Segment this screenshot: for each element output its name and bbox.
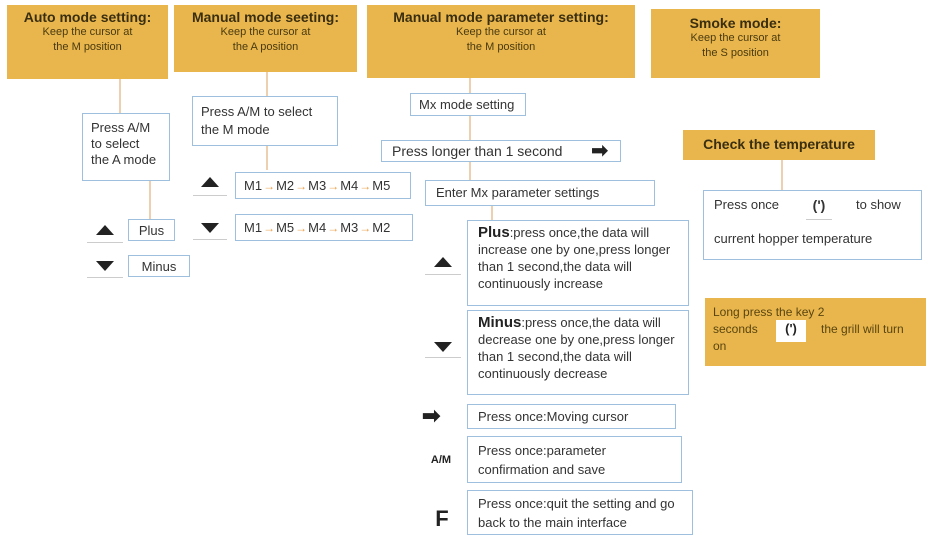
current-hopper-text: current hopper temperature [714, 231, 873, 246]
seq-up-item: M5 [372, 178, 391, 193]
auto-mode-header: Auto mode setting: Keep the cursor at th… [7, 5, 168, 79]
seq-down-item: M4 [308, 220, 327, 235]
auto-mode-sub1: Keep the cursor at [42, 26, 133, 38]
seq-up-item: M3 [308, 178, 327, 193]
seq-arrow-icon: → [327, 179, 340, 193]
press-once-text: Press once [714, 197, 780, 212]
enter-mx-box: Enter Mx parameter settings [425, 180, 655, 206]
smoke-mode-title: Smoke mode: [689, 15, 782, 31]
up-key[interactable] [87, 221, 123, 243]
seq-up-item: M4 [340, 178, 359, 193]
enter-mx-text: Enter Mx parameter settings [436, 185, 600, 200]
plus-text: :press once,the data will increase one b… [478, 225, 671, 291]
f-desc-text: Press once:quit the setting and go back … [478, 496, 675, 530]
manual-mode-sub2: the A position [232, 41, 299, 53]
plus-desc-box: Plus:press once,the data will increase o… [467, 220, 689, 306]
seq-arrow-icon: → [295, 179, 308, 193]
press-longer-text: Press longer than 1 second [392, 143, 563, 159]
right-arrow-icon: ➡ [591, 140, 608, 162]
minus-desc-box: Minus:press once,the data will decrease … [467, 310, 689, 395]
cursor-desc-box: Press once:Moving cursor [467, 404, 676, 429]
down-triangle-icon [201, 223, 219, 233]
param-mode-header: Manual mode parameter setting: Keep the … [367, 5, 635, 78]
long-press-line1: Long press the key 2 [713, 305, 825, 319]
am-desc-box: Press once:parameter confirmation and sa… [467, 436, 682, 483]
am-key-label: A/M [430, 454, 452, 466]
to-show-text: to show [856, 197, 901, 212]
check-temp-box: Press once (') to show current hopper te… [703, 190, 922, 260]
manual-mode-sub1: Keep the cursor at [220, 26, 311, 38]
param-mode-sub1: Keep the cursor at [456, 26, 546, 38]
manual-press-am-box: Press A/M to select the M mode [192, 96, 338, 146]
am-desc-text: Press once:parameter confirmation and sa… [478, 443, 606, 477]
auto-plus-box: Plus [128, 219, 175, 241]
f-key-label: F [435, 506, 449, 531]
auto-press-am-box: Press A/M to select the A mode [82, 113, 170, 181]
f-key[interactable]: F [422, 506, 462, 532]
long-press-line2: seconds [713, 322, 758, 336]
seq-down-item: M5 [276, 220, 295, 235]
up-triangle-icon [434, 257, 452, 267]
mx-setting-text: Mx mode setting [419, 97, 515, 112]
cursor-desc-text: Press once:Moving cursor [478, 409, 629, 424]
press-longer-box: Press longer than 1 second ➡ [381, 140, 621, 162]
power-icon: (') [776, 320, 806, 342]
minus-title: Minus [478, 314, 522, 331]
long-press-line4: on [713, 339, 727, 353]
seq-up-item: M1 [244, 178, 263, 193]
auto-press-am-text: Press A/M to select the A mode [91, 120, 157, 167]
seq-arrow-icon: → [263, 221, 276, 235]
minus-text: :press once,the data will decrease one b… [478, 315, 675, 381]
seq-down-item: M1 [244, 220, 263, 235]
auto-plus-label: Plus [138, 223, 165, 238]
f-desc-box: Press once:quit the setting and go back … [467, 490, 693, 535]
mx-setting-box: Mx mode setting [410, 93, 526, 116]
param-mode-sub2: the M position [466, 41, 536, 53]
auto-minus-label: Minus [141, 259, 177, 274]
long-press-box: Long press the key 2 seconds (') the gri… [705, 298, 926, 366]
param-up-key[interactable] [425, 255, 461, 275]
param-down-key[interactable] [425, 338, 461, 358]
down-triangle-icon [96, 261, 114, 271]
auto-mode-title: Auto mode setting: [23, 9, 152, 25]
right-arrow-icon: ➡ [422, 403, 441, 428]
down-triangle-icon [434, 342, 452, 352]
am-key[interactable]: A/M [420, 450, 462, 470]
plus-title: Plus [478, 224, 510, 241]
param-mode-title: Manual mode parameter setting: [393, 9, 609, 25]
seq-arrow-icon: → [295, 221, 308, 235]
seq-up-item: M2 [276, 178, 295, 193]
manual-mode-title: Manual mode seeting: [191, 9, 340, 25]
manual-seq-down-box: M1→M5→M4→M3→M2 [235, 214, 413, 241]
up-triangle-icon [96, 225, 114, 235]
seq-arrow-icon: → [359, 179, 372, 193]
seq-arrow-icon: → [359, 221, 372, 235]
check-temp-title: Check the temperature [703, 136, 855, 152]
seq-down-item: M2 [372, 220, 391, 235]
smoke-mode-sub1: Keep the cursor at [690, 32, 781, 44]
seq-arrow-icon: → [263, 179, 276, 193]
long-press-line3: the grill will turn [821, 322, 904, 336]
manual-press-am-text: Press A/M to select the M mode [201, 104, 313, 137]
manual-up-key[interactable] [193, 174, 227, 196]
cursor-key[interactable]: ➡ [422, 403, 462, 428]
smoke-mode-header: Smoke mode: Keep the cursor at the S pos… [651, 9, 820, 78]
seq-down-item: M3 [340, 220, 359, 235]
auto-minus-box: Minus [128, 255, 190, 277]
manual-mode-header: Manual mode seeting: Keep the cursor at … [174, 5, 357, 72]
manual-seq-up-box: M1→M2→M3→M4→M5 [235, 172, 411, 199]
down-key[interactable] [87, 256, 123, 278]
up-triangle-icon [201, 177, 219, 187]
check-temp-header: Check the temperature [683, 130, 875, 160]
power-icon: (') [806, 197, 832, 220]
manual-down-key[interactable] [193, 218, 227, 240]
smoke-mode-sub2: the S position [702, 47, 769, 59]
seq-arrow-icon: → [327, 221, 340, 235]
auto-mode-sub2: the M position [53, 41, 122, 53]
